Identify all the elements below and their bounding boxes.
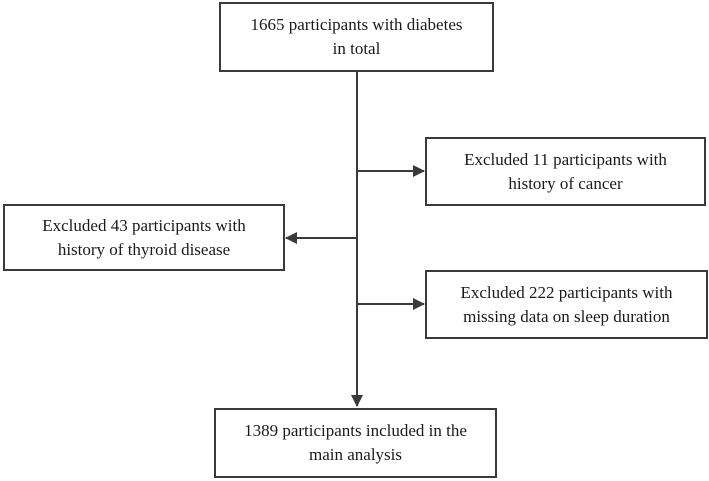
exclusion-cancer-box: Excluded 11 participants with history of… [425,137,706,206]
thyroid-line-2: history of thyroid disease [57,239,231,259]
total-participants-box: 1665 participants with diabetes in total [219,2,494,72]
sleep-line-2: missing data on sleep duration [463,306,670,326]
included-line-2: main analysis [308,445,402,464]
exclusion-sleep-box: Excluded 222 participants with missing d… [425,270,708,339]
thyroid-line-1: Excluded 43 participants with [42,215,246,235]
cancer-line-2: history of cancer [508,173,623,193]
sleep-line-1: Excluded 222 participants with [460,282,673,302]
cancer-line-1: Excluded 11 participants with [464,149,667,169]
included-participants-box: 1389 participants included in the main a… [214,408,497,478]
exclusion-thyroid-box: Excluded 43 participants with history of… [3,204,285,271]
total-line-1: 1665 participants with diabetes [250,15,463,34]
total-line-2: in total [332,39,381,58]
included-line-1: 1389 participants included in the [244,421,467,440]
